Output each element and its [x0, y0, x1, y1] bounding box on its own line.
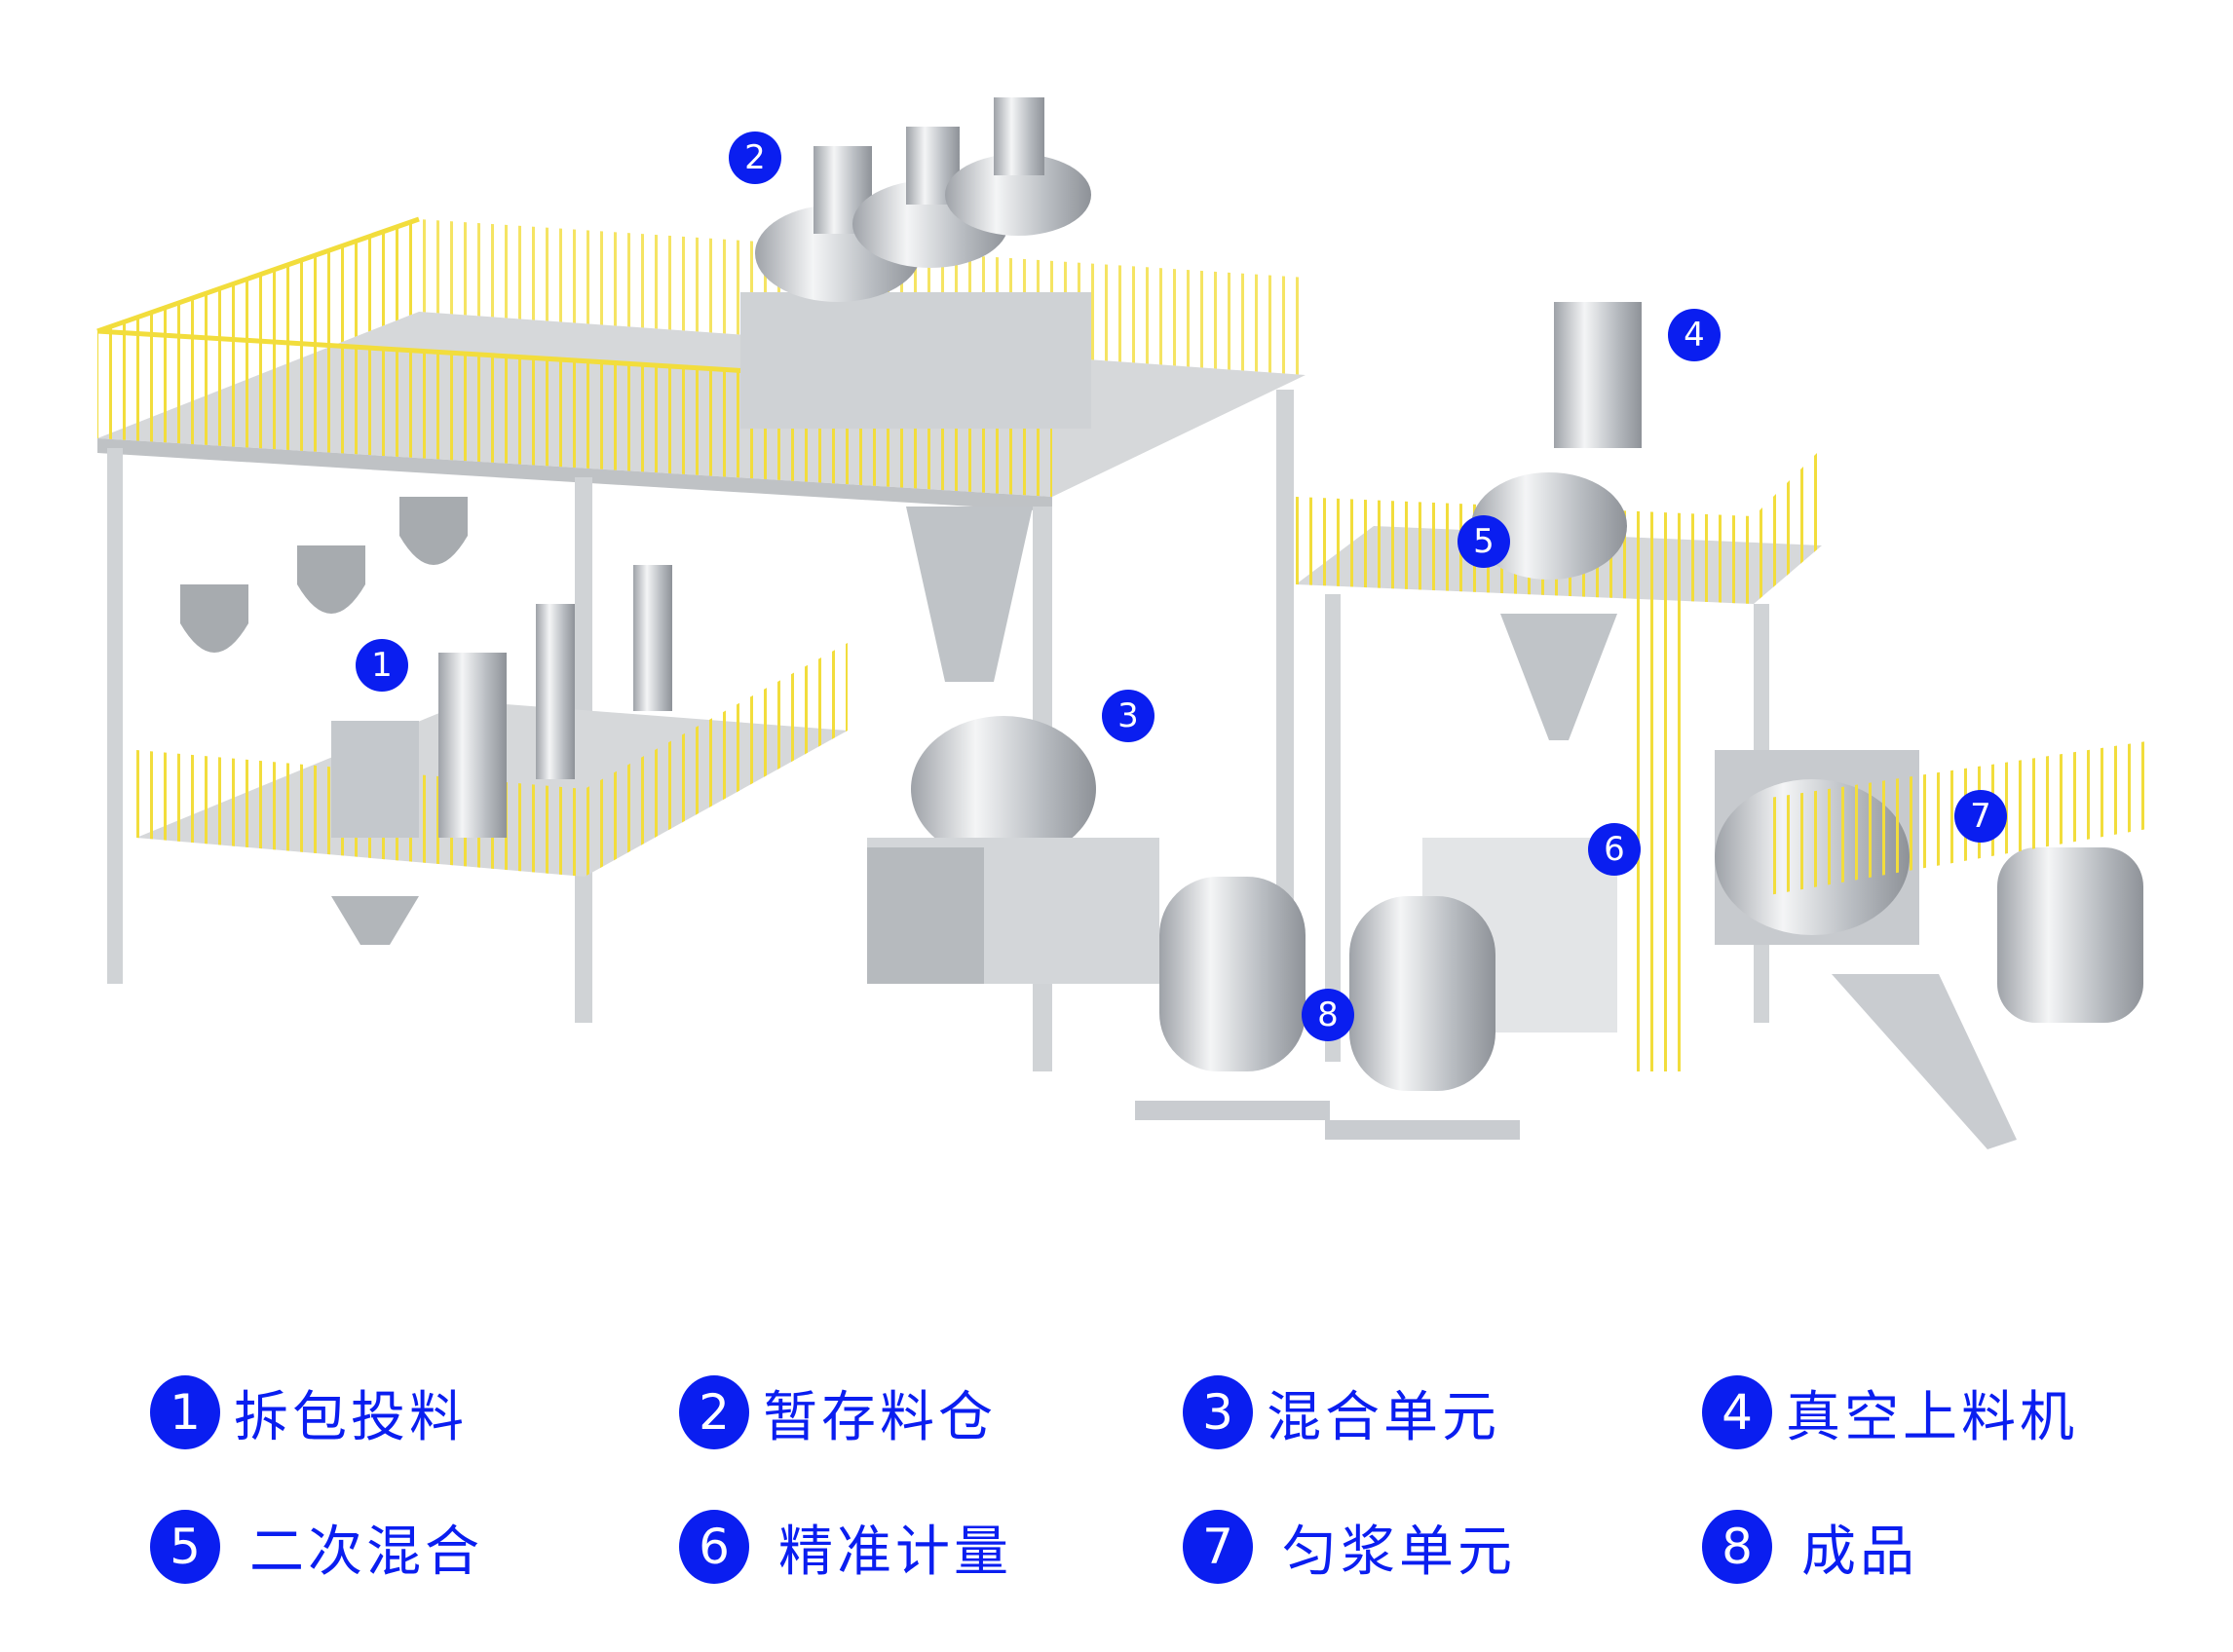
legend-number-badge: 8	[1702, 1510, 1772, 1584]
legend-item: 7 匀浆单元	[1183, 1508, 1516, 1586]
legend-number-badge: 5	[150, 1510, 220, 1584]
product-tanks	[1135, 877, 1520, 1140]
legend-label: 匀浆单元	[1282, 1520, 1516, 1584]
marker-5: 5	[1457, 515, 1510, 568]
big-bags	[180, 497, 468, 653]
legend-item: 8 成品	[1702, 1508, 1918, 1586]
marker-3: 3	[1102, 690, 1154, 742]
legend-number-badge: 1	[150, 1375, 220, 1449]
legend-label: 二次混合	[249, 1520, 483, 1584]
legend-number-badge: 6	[679, 1510, 749, 1584]
legend-label: 真空上料机	[1786, 1385, 2078, 1449]
legend-label: 暂存料仓	[763, 1385, 997, 1449]
homogenizing-unit	[1715, 740, 2153, 1149]
unpacking-station	[331, 565, 672, 945]
legend-label: 精准计量	[778, 1520, 1012, 1584]
marker-4: 4	[1668, 309, 1721, 361]
marker-8: 8	[1302, 989, 1354, 1041]
mixing-unit	[867, 716, 1159, 984]
legend-number-badge: 2	[679, 1375, 749, 1449]
marker-2: 2	[729, 131, 781, 184]
legend-item: 5 二次混合	[150, 1508, 483, 1586]
legend-number-badge: 4	[1702, 1375, 1772, 1449]
legend-number-badge: 3	[1183, 1375, 1253, 1449]
production-line-illustration	[96, 97, 2153, 1149]
marker-7: 7	[1954, 790, 2007, 843]
storage-hoppers	[740, 97, 1091, 682]
marker-6: 6	[1588, 823, 1641, 876]
legend-label: 混合单元	[1267, 1385, 1500, 1449]
legend-item: 6 精准计量	[679, 1508, 1012, 1586]
legend-label: 成品	[1801, 1520, 1918, 1584]
right-platform	[1296, 302, 1822, 1071]
marker-1: 1	[356, 639, 408, 692]
legend-number-badge: 7	[1183, 1510, 1253, 1584]
legend-label: 拆包投料	[234, 1385, 468, 1449]
